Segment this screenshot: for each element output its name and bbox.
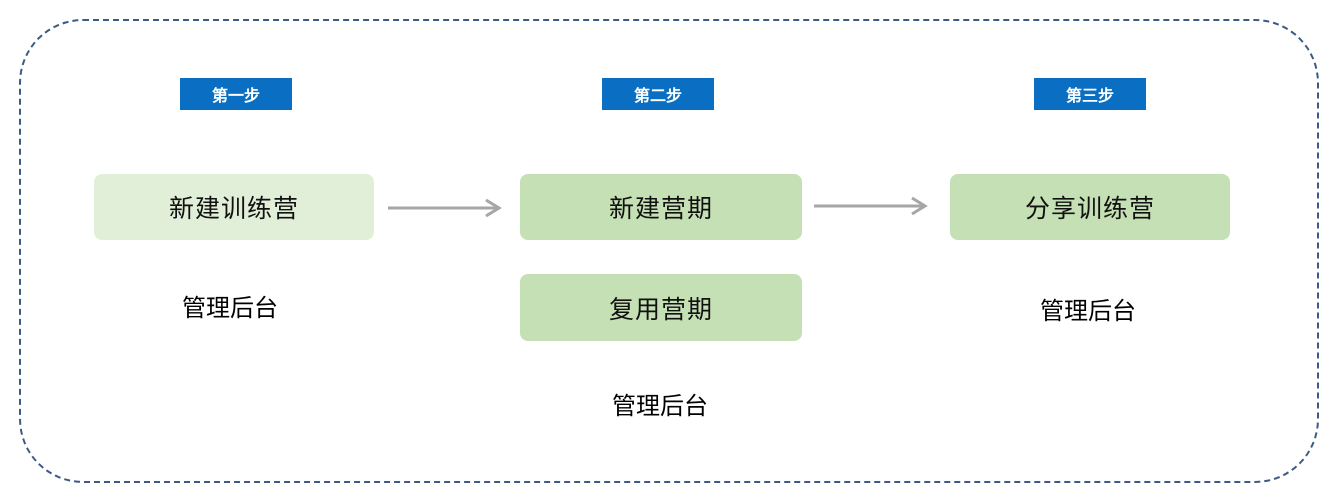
dashed-container <box>19 19 1319 483</box>
step-1-tag: 第一步 <box>180 78 292 110</box>
step-1-note: 管理后台 <box>182 294 278 322</box>
step-3-tag: 第三步 <box>1034 78 1146 110</box>
reuse-period-box: 复用营期 <box>520 274 802 341</box>
create-camp-box: 新建训练营 <box>94 174 374 240</box>
create-period-box: 新建营期 <box>520 174 802 240</box>
arrow-step2-to-step3 <box>814 196 928 216</box>
step-2-tag: 第二步 <box>602 78 714 110</box>
arrow-step1-to-step2 <box>388 198 502 218</box>
step-2-note: 管理后台 <box>612 392 708 420</box>
share-camp-box: 分享训练营 <box>950 174 1230 240</box>
step-3-note: 管理后台 <box>1040 297 1136 325</box>
